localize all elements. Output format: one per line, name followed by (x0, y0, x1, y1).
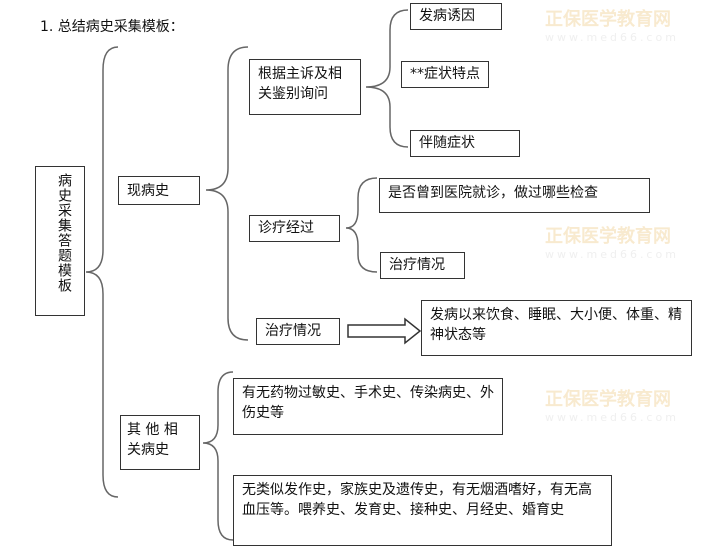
treatment-status-node: 治疗情况 (256, 318, 340, 345)
present-history-node: 现病史 (118, 176, 200, 205)
treatment-process-node: 诊疗经过 (249, 215, 340, 242)
other-history-node: 其 他 相 关病史 (120, 415, 200, 470)
inquiry-item: 发病诱因 (410, 3, 502, 30)
treatment-process-item: 治疗情况 (380, 252, 465, 279)
page-title: 1. 总结病史采集模板： (40, 19, 184, 35)
root-node: 病史采集答题模板 (35, 166, 85, 316)
other-history-item: 有无药物过敏史、手术史、传染病史、外伤史等 (233, 378, 503, 435)
inquiry-item: 伴随症状 (410, 130, 520, 157)
arrow-icon (347, 317, 422, 345)
treatment-process-item: 是否曾到医院就诊，做过哪些检查 (379, 178, 650, 213)
inquiry-node: 根据主诉及相关鉴别询问 (249, 59, 361, 115)
inquiry-item: **症状特点 (401, 61, 489, 88)
other-history-item: 无类似发作史，家族史及遗传史，有无烟酒嗜好，有无高血压等。喂养史、发育史、接种史… (233, 475, 612, 546)
treatment-status-detail: 发病以来饮食、睡眠、大小便、体重、精神状态等 (421, 300, 692, 356)
